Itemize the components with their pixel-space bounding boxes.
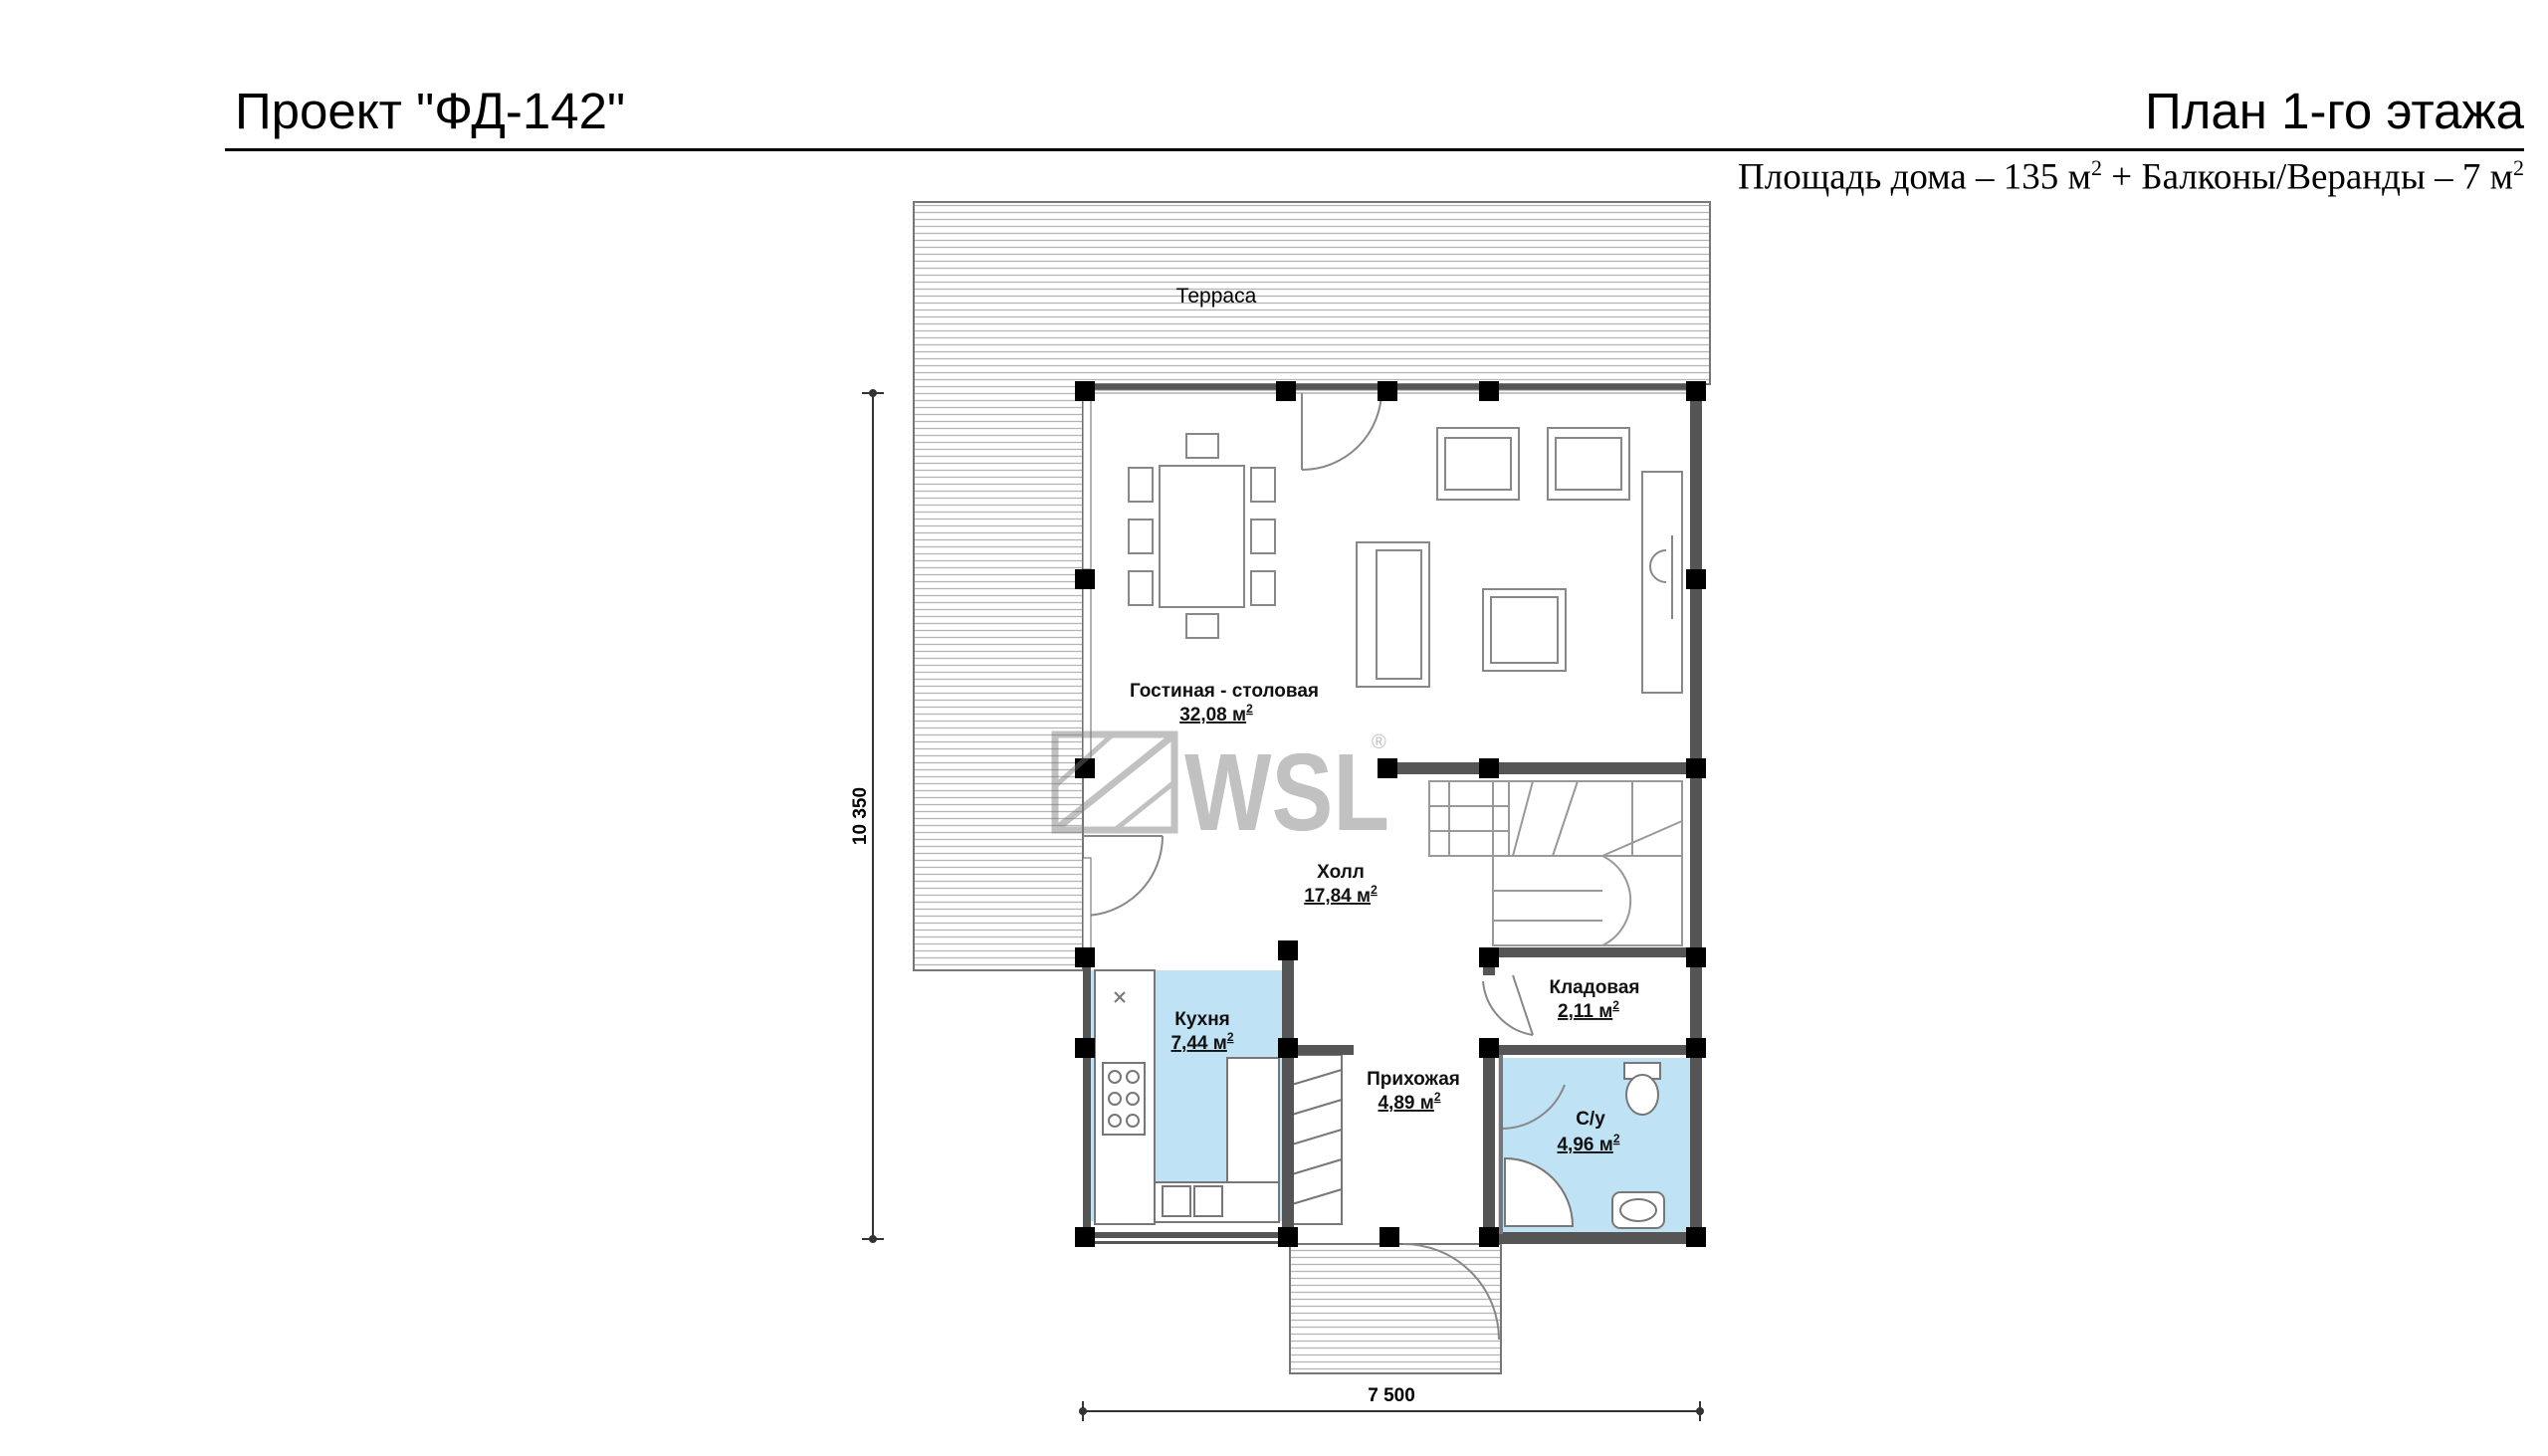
dimension-width: 7 500: [1079, 1385, 1704, 1421]
house-area: Площадь дома – 135 м: [1738, 156, 2091, 198]
dimension-width-label: 7 500: [1368, 1385, 1415, 1406]
terrace: Терраса: [913, 201, 1711, 971]
dimension-depth-label: 10 350: [850, 787, 871, 845]
kitchen-fixtures: [1094, 969, 1280, 1225]
room-area-pantry: 2,11 м2: [1558, 998, 1619, 1022]
room-area-hall: 17,84 м2: [1304, 883, 1378, 907]
veranda-area-unit-exp: 2: [2513, 155, 2524, 180]
entrance-porch: [1289, 1243, 1502, 1374]
dimension-depth: 10 350: [850, 389, 884, 1243]
wsl-watermark-logo: WSL ®: [1051, 730, 1389, 854]
room-name-hall: Холл: [1317, 862, 1365, 883]
room-name-entry: Прихожая: [1367, 1069, 1460, 1090]
house-area-unit-exp: 2: [2090, 155, 2102, 180]
header-divider: [225, 148, 2524, 151]
room-name-living: Гостиная - столовая: [1130, 681, 1319, 702]
room-name-pantry: Кладовая: [1550, 977, 1640, 998]
floor-title: План 1-го этажа: [2144, 83, 2524, 139]
veranda-area: + Балконы/Веранды – 7 м: [2101, 156, 2513, 198]
room-name-bath: С/у: [1576, 1109, 1605, 1130]
dining-set: [1128, 433, 1276, 639]
room-name-kitchen: Кухня: [1174, 1009, 1230, 1030]
columns: [1075, 381, 1706, 1247]
bathroom-fixtures: [1504, 1062, 1665, 1229]
room-area-entry: 4,89 м2: [1378, 1090, 1440, 1114]
room-labels: Гостиная - столовая 32,08 м2 Холл 17,84 …: [1130, 681, 1640, 1155]
staircase: [1428, 780, 1683, 946]
room-area-kitchen: 7,44 м2: [1170, 1030, 1233, 1054]
area-summary: Площадь дома – 135 м2 + Балконы/Веранды …: [1738, 155, 2524, 198]
project-title: Проект "ФД-142": [235, 83, 626, 139]
watermark-registered: ®: [1372, 731, 1386, 753]
living-furniture: [1356, 427, 1683, 694]
watermark-text: WSL: [1184, 731, 1389, 854]
room-area-bath: 4,96 м2: [1557, 1132, 1619, 1155]
terrace-label: Терраса: [1176, 285, 1257, 308]
entry-wardrobe: [1291, 1054, 1343, 1225]
room-area-living: 32,08 м2: [1179, 702, 1253, 726]
